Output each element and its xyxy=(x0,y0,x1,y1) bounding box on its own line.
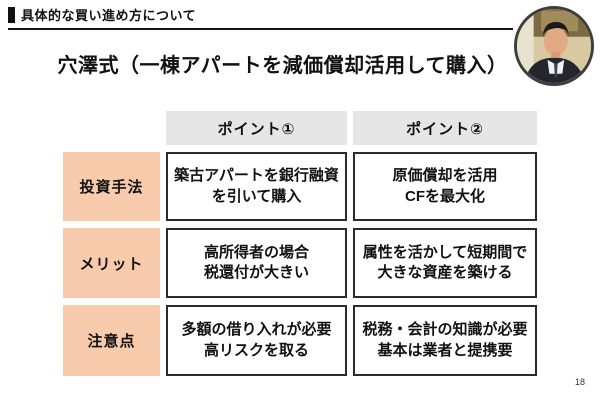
column-header-point1: ポイント① xyxy=(166,111,347,145)
cell-caution-point2: 税務・会計の知識が必要 基本は業者と提携要 xyxy=(353,305,537,376)
header-label: 具体的な買い進め方について xyxy=(21,8,197,23)
page-number: 18 xyxy=(574,377,585,387)
row-label-merit: メリット xyxy=(63,228,160,298)
column-header-point2: ポイント② xyxy=(353,111,537,145)
cell-merit-point1: 高所得者の場合 税還付が大きい xyxy=(166,228,347,298)
slide-header: 具体的な買い進め方について xyxy=(8,5,513,30)
table-corner-spacer xyxy=(63,111,160,145)
header-bullet-icon xyxy=(8,6,15,23)
row-label-caution: 注意点 xyxy=(63,305,160,376)
cell-investment-method-point1: 築古アパートを銀行融資 を引いて購入 xyxy=(166,152,347,221)
row-label-investment-method: 投資手法 xyxy=(63,152,160,221)
cell-investment-method-point2: 原価償却を活用 CFを最大化 xyxy=(353,152,537,221)
slide-title: 穴澤式（一棟アパートを減価償却活用して購入） xyxy=(57,55,508,77)
comparison-table: ポイント① ポイント② 投資手法 築古アパートを銀行融資 を引いて購入 原価償却… xyxy=(63,111,537,376)
cell-caution-point1: 多額の借り入れが必要 高リスクを取る xyxy=(166,305,347,376)
cell-merit-point2: 属性を活かして短期間で 大きな資産を築ける xyxy=(353,228,537,298)
